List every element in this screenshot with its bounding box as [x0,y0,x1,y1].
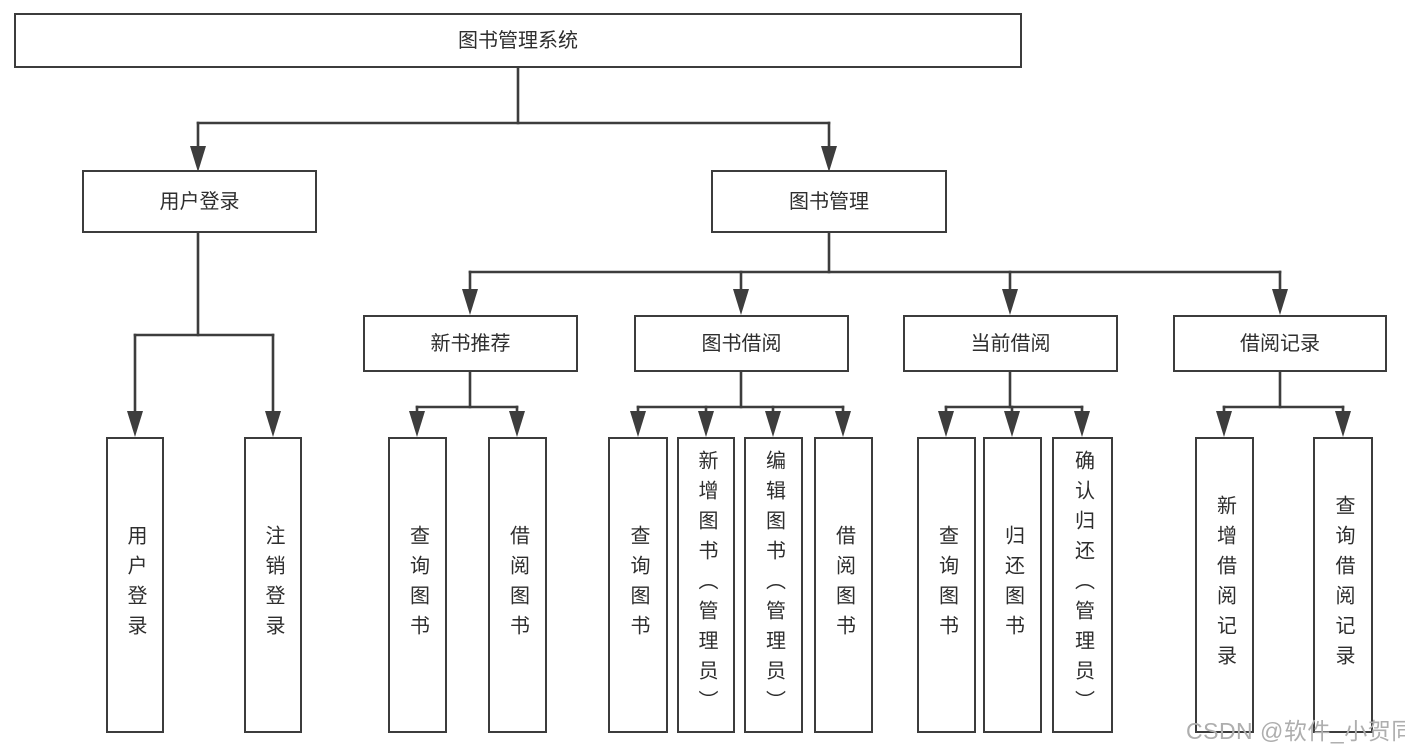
node-label: 确认归还（管理员） [1071,450,1094,720]
node-label: 查询图书 [627,525,649,645]
node-label: 借阅图书 [832,525,855,645]
connector-current-borrowing-children [938,370,1090,437]
leaf-current-return-books: 归还图书 [983,437,1042,733]
node-label: 用户登录 [124,525,146,645]
connector-user-login-children [127,231,281,437]
node-book-borrowing: 图书借阅 [634,315,849,372]
node-current-borrowing: 当前借阅 [903,315,1118,372]
leaf-borrowing-add-books-admin: 新增图书（管理员） [677,437,735,733]
node-label: 图书借阅 [701,332,782,355]
leaf-borrowing-edit-books-admin: 编辑图书（管理员） [744,437,803,733]
node-label: 新书推荐 [430,332,511,355]
node-label: 借阅记录 [1240,332,1320,355]
leaf-borrowing-borrow-books: 借阅图书 [814,437,873,733]
node-root-system: 图书管理系统 [14,13,1022,68]
leaf-current-confirm-return-admin: 确认归还（管理员） [1052,437,1113,733]
node-new-book-recommend: 新书推荐 [363,315,578,372]
node-label: 归还图书 [1001,525,1024,645]
leaf-current-query-books: 查询图书 [917,437,976,733]
node-label: 新增借阅记录 [1213,495,1236,675]
connector-book-management-children [462,231,1288,315]
node-user-login: 用户登录 [82,170,317,233]
node-label: 借阅图书 [506,525,529,645]
node-label: 编辑图书（管理员） [762,450,785,720]
node-label: 注销登录 [262,525,284,645]
node-label: 图书管理 [789,190,869,213]
node-label: 查询图书 [935,525,958,645]
leaf-recommend-query-books: 查询图书 [388,437,447,733]
leaf-borrowing-query-books: 查询图书 [608,437,668,733]
node-label: 用户登录 [159,190,240,213]
node-label: 查询借阅记录 [1332,495,1354,675]
connector-borrowing-records-children [1216,370,1351,437]
node-book-management: 图书管理 [711,170,947,233]
leaf-user-login: 用户登录 [106,437,164,733]
node-label: 查询图书 [406,525,429,645]
node-label: 图书管理系统 [458,29,578,52]
csdn-watermark: CSDN @软件_小贺同学 [1186,718,1405,744]
leaf-records-add-record: 新增借阅记录 [1195,437,1254,733]
connector-book-borrowing-children [630,370,851,437]
leaf-records-query-record: 查询借阅记录 [1313,437,1373,733]
node-label: 新增图书（管理员） [695,450,717,720]
connector-new-book-recommend-children [409,370,525,437]
node-label: 当前借阅 [970,332,1051,355]
leaf-logout: 注销登录 [244,437,302,733]
connector-root-to-level2 [190,66,837,172]
node-borrowing-records: 借阅记录 [1173,315,1387,372]
leaf-recommend-borrow-books: 借阅图书 [488,437,547,733]
